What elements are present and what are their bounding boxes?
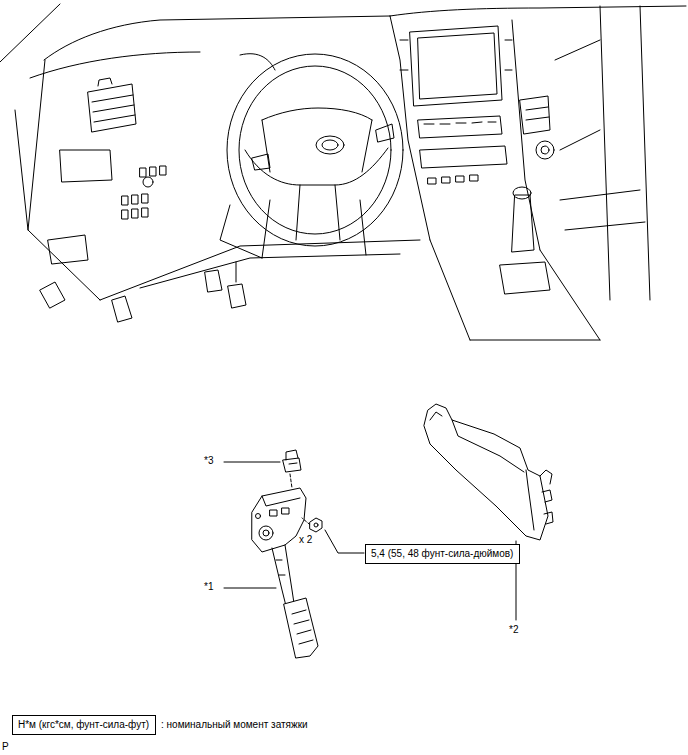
box-text: 5,4 (55, 48 фунт-сила-дюймов)	[371, 548, 514, 560]
dashboard-drawing	[0, 4, 686, 340]
legend-note: : номинальный момент затяжки	[161, 719, 308, 731]
torque-unit-box: Н*м (кгс*см, фунт-сила-фут)	[12, 715, 156, 735]
cover-drawing	[424, 404, 553, 540]
leader-lines	[224, 462, 516, 620]
callout-number: *1	[204, 581, 213, 593]
box-text: Н*м (кгс*см, фунт-сила-фут)	[18, 719, 150, 731]
callout-number: *3	[204, 455, 213, 467]
torque-spec-box: 5,4 (55, 48 фунт-сила-дюймов)	[365, 544, 520, 564]
quantity-label: x 2	[299, 534, 312, 546]
page-mark: P	[2, 741, 9, 753]
callout-number: *2	[509, 624, 518, 636]
accelerator-pedal-drawing	[252, 450, 322, 658]
